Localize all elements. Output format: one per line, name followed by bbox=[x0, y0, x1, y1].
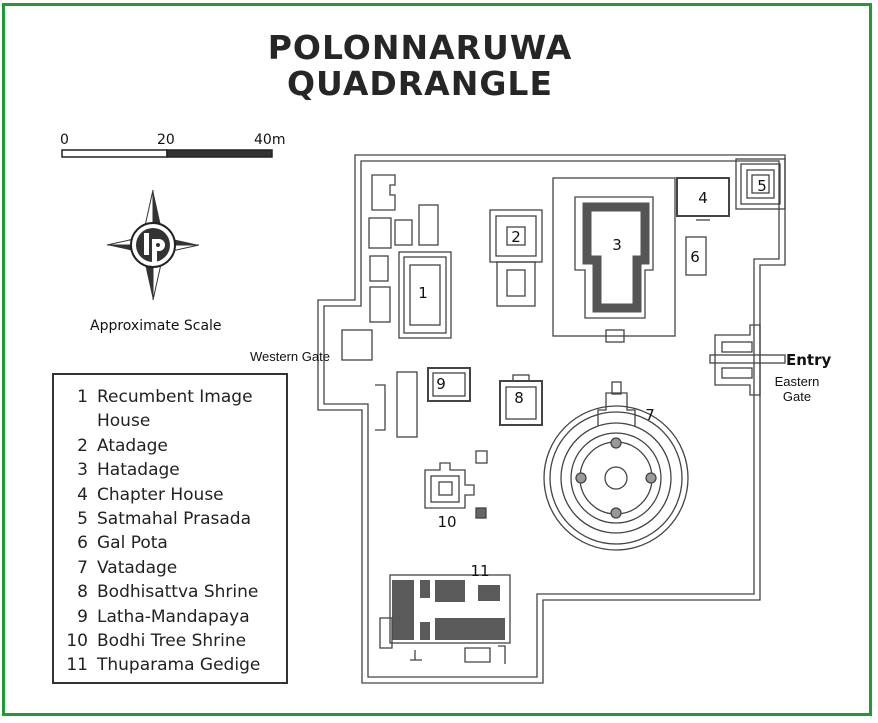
legend-item: 11 Thuparama Gedige bbox=[54, 653, 286, 677]
legend-item: 3 Hatadage bbox=[54, 458, 286, 482]
legend-name: Chapter House bbox=[97, 484, 224, 505]
legend-number: 1 bbox=[77, 387, 88, 407]
legend-number: 2 bbox=[77, 435, 88, 456]
building-4-chapter-house bbox=[676, 177, 730, 221]
building-6-gal-pota bbox=[685, 236, 707, 276]
map-label-11: 11 bbox=[470, 562, 490, 580]
map-label-5: 5 bbox=[757, 177, 767, 195]
legend-name: Thuparama Gedige bbox=[97, 655, 261, 676]
scale-tick-40m: 40m bbox=[254, 132, 286, 148]
legend-name: Recumbent Image House bbox=[97, 387, 253, 432]
map-title-line2: QUADRANGLE bbox=[287, 64, 553, 103]
legend-name: Latha-Mandapaya bbox=[97, 606, 250, 627]
legend-item: 5 Satmahal Prasada bbox=[54, 507, 286, 531]
map-label-9: 9 bbox=[436, 375, 446, 393]
quadrangle-wall bbox=[317, 154, 786, 684]
legend-name: Hatadage bbox=[97, 460, 180, 481]
building-2-atadage bbox=[489, 209, 543, 307]
eastern-gate-label-line2: Gate bbox=[782, 389, 812, 404]
legend-number: 7 bbox=[77, 557, 88, 578]
building-10-bodhi-tree-shrine bbox=[424, 450, 488, 519]
legend-name: Satmahal Prasada bbox=[97, 509, 252, 530]
eastern-gate-structure bbox=[709, 324, 786, 396]
building-11-thuparama-gedige bbox=[379, 574, 511, 664]
legend-number: 11 bbox=[66, 655, 88, 676]
legend-name: Gal Pota bbox=[97, 533, 168, 554]
legend-item: 7 Vatadage bbox=[54, 556, 286, 580]
legend-item: 2 Atadage bbox=[54, 434, 286, 458]
map-label-2: 2 bbox=[511, 228, 521, 246]
building-3-hatadage bbox=[552, 177, 676, 343]
map-label-6: 6 bbox=[690, 248, 700, 266]
legend-number: 5 bbox=[77, 509, 88, 530]
legend-number: 9 bbox=[77, 606, 88, 627]
eastern-gate-label-line1: Eastern bbox=[774, 374, 820, 389]
building-9-latha-mandapaya bbox=[427, 367, 471, 402]
legend-number: 8 bbox=[77, 582, 88, 603]
map-label-7: 7 bbox=[645, 406, 655, 424]
scale-bar bbox=[61, 149, 273, 158]
legend-item: 10 Bodhi Tree Shrine bbox=[54, 629, 286, 653]
legend-number: 6 bbox=[77, 533, 88, 554]
legend-item: 6 Gal Pota bbox=[54, 531, 286, 555]
legend-item: 1 Recumbent Image House bbox=[54, 385, 286, 434]
legend-number: 10 bbox=[66, 631, 88, 652]
legend-item: 4 Chapter House bbox=[54, 483, 286, 507]
scale-caption: Approximate Scale bbox=[90, 318, 222, 334]
entry-label: Entry bbox=[786, 351, 832, 369]
building-5-satmahal-prasada bbox=[735, 158, 786, 210]
map-label-3: 3 bbox=[612, 236, 622, 254]
map-label-10: 10 bbox=[437, 513, 457, 531]
legend-name: Vatadage bbox=[97, 557, 178, 578]
legend-item: 9 Latha-Mandapaya bbox=[54, 605, 286, 629]
building-7-vatadage bbox=[543, 381, 689, 551]
image-frame bbox=[2, 3, 872, 716]
map-label-4: 4 bbox=[698, 189, 708, 207]
scale-tick-20: 20 bbox=[157, 132, 175, 148]
legend-name: Bodhisattva Shrine bbox=[97, 582, 259, 603]
minor-structures-west bbox=[341, 174, 439, 438]
legend-item: 8 Bodhisattva Shrine bbox=[54, 580, 286, 604]
legend-name: Atadage bbox=[97, 435, 168, 456]
legend-number: 4 bbox=[77, 484, 88, 505]
legend-number: 3 bbox=[77, 460, 88, 481]
compass-icon bbox=[106, 189, 200, 301]
scale-tick-0: 0 bbox=[60, 132, 69, 148]
building-1-recumbent-image-house bbox=[398, 251, 452, 339]
legend-name: Bodhi Tree Shrine bbox=[97, 631, 247, 652]
map-title-line1: POLONNARUWA bbox=[267, 28, 573, 67]
map-label-1: 1 bbox=[418, 284, 428, 302]
building-8-bodhisattva-shrine bbox=[499, 374, 543, 426]
map-legend: 1 Recumbent Image House 2 Atadage 3 Hatadag… bbox=[52, 373, 288, 684]
map-label-8: 8 bbox=[514, 389, 524, 407]
western-gate-label: Western Gate bbox=[250, 349, 330, 364]
